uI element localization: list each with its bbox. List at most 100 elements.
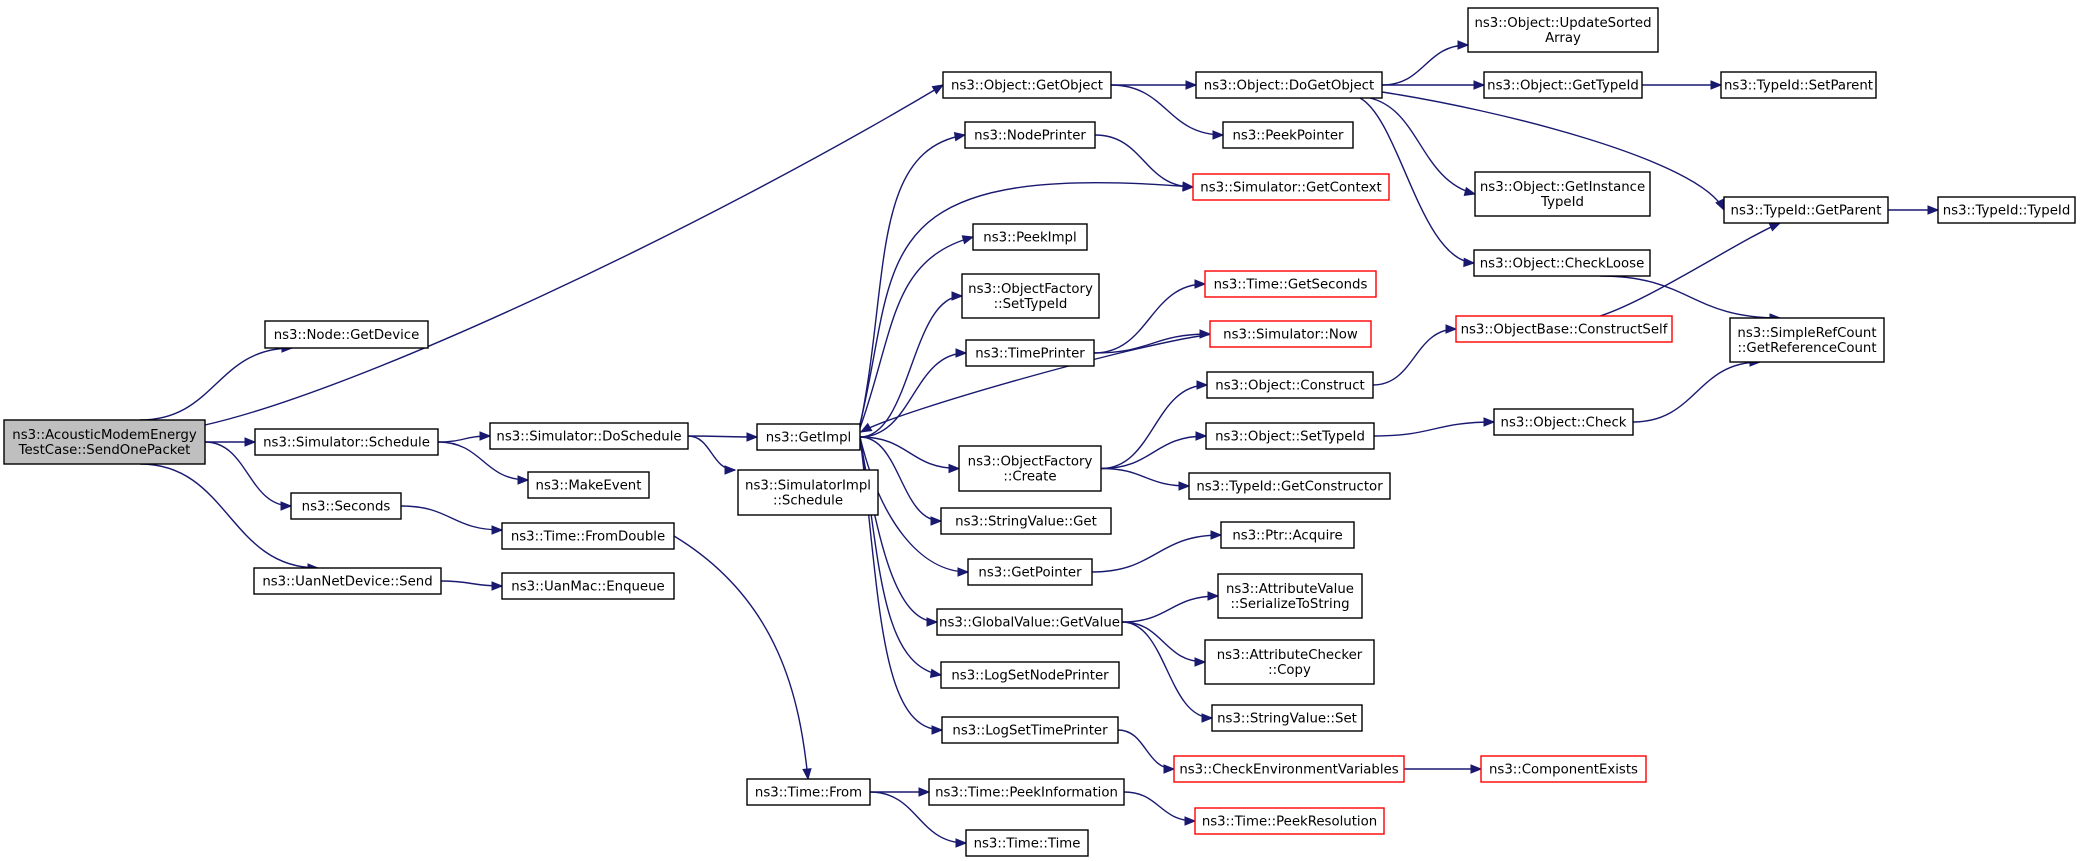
node-getdevice[interactable]: ns3::Node::GetDevice — [264, 320, 429, 349]
call-edge — [1369, 97, 1476, 195]
node-getseconds[interactable]: ns3::Time::GetSeconds — [1204, 270, 1377, 298]
edges-layer — [139, 40, 1940, 848]
node-label: ns3::GlobalValue::GetValue — [939, 616, 1120, 631]
node-label: ns3::ObjectBase::ConstructSelf — [1461, 323, 1668, 338]
node-label: ns3::Object::SetTypeId — [1215, 430, 1365, 445]
arrowhead-icon — [1199, 329, 1212, 339]
node-accopy[interactable]: ns3::AttributeChecker::Copy — [1204, 639, 1375, 685]
node-logsettimeprinter[interactable]: ns3::LogSetTimePrinter — [941, 716, 1119, 744]
node-label: ns3::ObjectFactory — [968, 455, 1093, 470]
node-getobject[interactable]: ns3::Object::GetObject — [942, 71, 1112, 99]
node-box — [756, 423, 861, 451]
node-label: ns3::GetImpl — [766, 431, 851, 446]
arrowhead-icon — [1470, 764, 1483, 774]
node-checkenv[interactable]: ns3::CheckEnvironmentVariables — [1173, 755, 1405, 783]
node-box — [1467, 7, 1659, 53]
node-getconstructor[interactable]: ns3::TypeId::GetConstructor — [1188, 472, 1391, 500]
arrowhead-icon — [918, 787, 931, 797]
node-getcontext[interactable]: ns3::Simulator::GetContext — [1192, 173, 1390, 201]
call-edge — [1093, 283, 1206, 354]
node-ofcreate[interactable]: ns3::ObjectFactory::Create — [958, 445, 1102, 492]
node-getrefcount[interactable]: ns3::SimpleRefCount::GetReferenceCount — [1729, 317, 1885, 363]
node-objgettypeid[interactable]: ns3::Object::GetTypeId — [1483, 71, 1643, 99]
node-svget[interactable]: ns3::StringValue::Get — [940, 507, 1112, 535]
node-svset[interactable]: ns3::StringValue::Set — [1211, 704, 1363, 732]
node-label: ::SerializeToString — [1230, 597, 1349, 612]
node-box — [3, 419, 206, 465]
node-box — [501, 572, 675, 600]
node-avserialize[interactable]: ns3::AttributeValue::SerializeToString — [1217, 573, 1363, 619]
node-root[interactable]: ns3::AcousticModemEnergyTestCase::SendOn… — [3, 419, 206, 465]
arrowhead-icon — [802, 768, 812, 781]
node-getimpl[interactable]: ns3::GetImpl — [756, 423, 861, 451]
node-label: ns3::StringValue::Get — [955, 515, 1097, 530]
node-box — [1204, 639, 1375, 685]
node-simimplschedule[interactable]: ns3::SimulatorImpl::Schedule — [737, 469, 879, 516]
node-logsetnodeprinter[interactable]: ns3::LogSetNodePrinter — [940, 661, 1120, 689]
node-peekresolution[interactable]: ns3::Time::PeekResolution — [1194, 807, 1385, 835]
arrowhead-icon — [955, 838, 968, 848]
node-box — [942, 71, 1112, 99]
arrowhead-icon — [1927, 205, 1940, 215]
node-nodeprinter[interactable]: ns3::NodePrinter — [964, 121, 1096, 149]
node-peekinformation[interactable]: ns3::Time::PeekInformation — [928, 778, 1125, 806]
node-timeprinter[interactable]: ns3::TimePrinter — [965, 339, 1095, 367]
node-timefrom[interactable]: ns3::Time::From — [746, 778, 871, 806]
node-getparent[interactable]: ns3::TypeId::GetParent — [1723, 196, 1889, 224]
node-ptracquire[interactable]: ns3::Ptr::Acquire — [1220, 521, 1355, 549]
node-label: ns3::TypeId::SetParent — [1724, 79, 1873, 94]
node-simnow[interactable]: ns3::Simulator::Now — [1209, 320, 1372, 348]
node-getpointer[interactable]: ns3::GetPointer — [967, 558, 1093, 586]
call-edge — [1372, 328, 1457, 386]
node-doschedule[interactable]: ns3::Simulator::DoSchedule — [489, 422, 689, 450]
node-label: ns3::TypeId::GetParent — [1731, 204, 1882, 219]
node-objconstruct[interactable]: ns3::Object::Construct — [1206, 371, 1374, 399]
node-dogetobject[interactable]: ns3::Object::DoGetObject — [1195, 71, 1383, 99]
node-box — [1493, 408, 1634, 436]
node-uansend[interactable]: ns3::UanNetDevice::Send — [253, 567, 442, 595]
node-box — [1474, 171, 1651, 217]
node-label: ns3::Simulator::Schedule — [263, 436, 430, 451]
node-constructself[interactable]: ns3::ObjectBase::ConstructSelf — [1455, 315, 1673, 343]
node-peekpointer[interactable]: ns3::PeekPointer — [1222, 121, 1354, 149]
arrowhead-icon — [1201, 713, 1214, 723]
node-componentexists[interactable]: ns3::ComponentExists — [1480, 755, 1647, 783]
node-label: ns3::StringValue::Set — [1217, 712, 1357, 727]
node-gvgetvalue[interactable]: ns3::GlobalValue::GetValue — [936, 608, 1123, 636]
node-setparent[interactable]: ns3::TypeId::SetParent — [1720, 71, 1877, 99]
node-ofsettypeid[interactable]: ns3::ObjectFactory::SetTypeId — [961, 273, 1100, 319]
arrowhead-icon — [957, 567, 970, 577]
node-box — [489, 422, 689, 450]
node-seconds[interactable]: ns3::Seconds — [290, 492, 402, 520]
node-checkloose[interactable]: ns3::Object::CheckLoose — [1473, 249, 1651, 277]
node-label: ns3::LogSetTimePrinter — [952, 724, 1108, 739]
node-box — [1211, 704, 1363, 732]
node-fromdouble[interactable]: ns3::Time::FromDouble — [501, 522, 675, 550]
node-schedule[interactable]: ns3::Simulator::Schedule — [254, 428, 439, 456]
node-objcheck[interactable]: ns3::Object::Check — [1493, 408, 1634, 436]
node-label: ns3::GetPointer — [978, 566, 1082, 581]
arrowhead-icon — [951, 291, 964, 301]
node-label: ns3::AcousticModemEnergy — [12, 428, 197, 443]
node-label: TestCase::SendOnePacket — [18, 443, 191, 458]
arrowhead-icon — [1210, 530, 1223, 540]
node-box — [1720, 71, 1877, 99]
arrowhead-icon — [955, 348, 968, 358]
node-makeevent[interactable]: ns3::MakeEvent — [527, 471, 650, 499]
node-peekimpl[interactable]: ns3::PeekImpl — [972, 223, 1088, 251]
node-box — [1483, 71, 1643, 99]
node-enqueue[interactable]: ns3::UanMac::Enqueue — [501, 572, 675, 600]
node-label: ns3::Simulator::Now — [1223, 328, 1358, 343]
node-box — [1209, 320, 1372, 348]
node-box — [1723, 196, 1889, 224]
call-edge — [1373, 421, 1495, 437]
arrowhead-icon — [930, 516, 943, 526]
node-timetime[interactable]: ns3::Time::Time — [965, 829, 1089, 857]
node-typeidtypeid[interactable]: ns3::TypeId::TypeId — [1937, 196, 2076, 224]
node-label: ns3::Object::UpdateSorted — [1474, 16, 1651, 31]
node-objsettypeid[interactable]: ns3::Object::SetTypeId — [1205, 422, 1375, 450]
arrowhead-icon — [1473, 80, 1486, 90]
node-label: ns3::Ptr::Acquire — [1232, 529, 1342, 544]
